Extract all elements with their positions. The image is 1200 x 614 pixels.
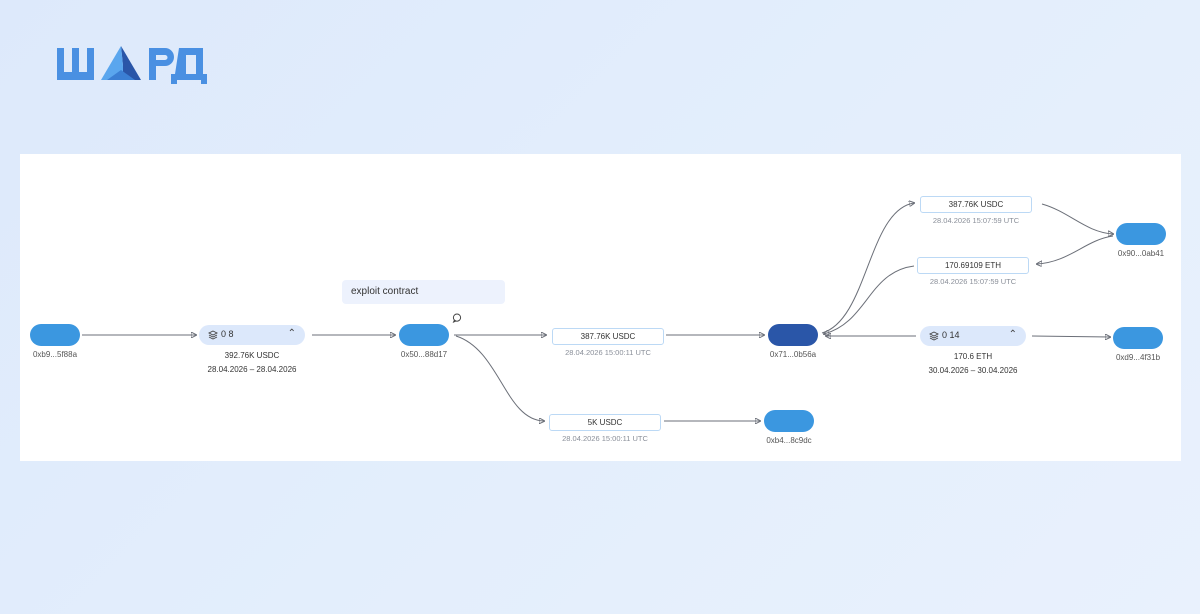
stack-icon bbox=[208, 330, 218, 340]
transfer-amount-box[interactable]: 170.69109 ETH bbox=[917, 257, 1029, 274]
address-node-n4[interactable] bbox=[764, 410, 814, 432]
address-label: 0xb9...5f88a bbox=[32, 350, 78, 359]
address-node-n5[interactable] bbox=[1116, 223, 1166, 245]
group-amount: 170.6 ETH bbox=[953, 352, 993, 361]
group-count: 0 14 bbox=[942, 330, 960, 340]
stack-icon bbox=[929, 331, 939, 341]
chevron-up-icon[interactable]: ⌃ bbox=[287, 328, 296, 339]
address-label: 0xd9...4f31b bbox=[1115, 353, 1161, 362]
transfer-date: 28.04.2026 15:00:11 UTC bbox=[565, 348, 651, 357]
group-date-range: 30.04.2026 – 30.04.2026 bbox=[928, 366, 1018, 375]
transfer-group-g1[interactable]: 0 8 ⌃ 392.76K USDC 28.04.2026 – 28.04.20… bbox=[199, 325, 305, 375]
transfer-amount-box[interactable]: 387.76K USDC bbox=[552, 328, 664, 345]
comment-icon[interactable] bbox=[452, 313, 462, 323]
group-header[interactable]: 0 14 ⌃ bbox=[920, 326, 1026, 346]
annotation-note[interactable]: exploit contract bbox=[342, 280, 505, 304]
address-node-n6[interactable] bbox=[1113, 327, 1163, 349]
transfer-date: 28.04.2026 15:07:59 UTC bbox=[929, 277, 1017, 286]
transfer-date: 28.04.2026 15:07:59 UTC bbox=[932, 216, 1020, 225]
group-amount: 392.76K USDC bbox=[224, 351, 280, 360]
address-label: 0x90...0ab41 bbox=[1117, 249, 1165, 258]
brand-logo bbox=[57, 44, 217, 84]
address-label: 0xb4...8c9dc bbox=[766, 436, 812, 445]
transfer-date: 28.04.2026 15:00:11 UTC bbox=[562, 434, 648, 443]
address-label: 0x71...0b56a bbox=[769, 350, 817, 359]
group-header[interactable]: 0 8 ⌃ bbox=[199, 325, 305, 345]
transfer-group-g2[interactable]: 0 14 ⌃ 170.6 ETH 30.04.2026 – 30.04.2026 bbox=[920, 326, 1026, 376]
chevron-up-icon[interactable]: ⌃ bbox=[1008, 329, 1017, 340]
transfer-amount-box[interactable]: 387.76K USDC bbox=[920, 196, 1032, 213]
group-count: 0 8 bbox=[221, 329, 234, 339]
transfer-amount-box[interactable]: 5K USDC bbox=[549, 414, 661, 431]
group-date-range: 28.04.2026 – 28.04.2026 bbox=[207, 365, 297, 374]
address-label: 0x50...88d17 bbox=[400, 350, 448, 359]
address-node-n3[interactable] bbox=[768, 324, 818, 346]
address-node-n2[interactable] bbox=[399, 324, 449, 346]
address-node-n1[interactable] bbox=[30, 324, 80, 346]
